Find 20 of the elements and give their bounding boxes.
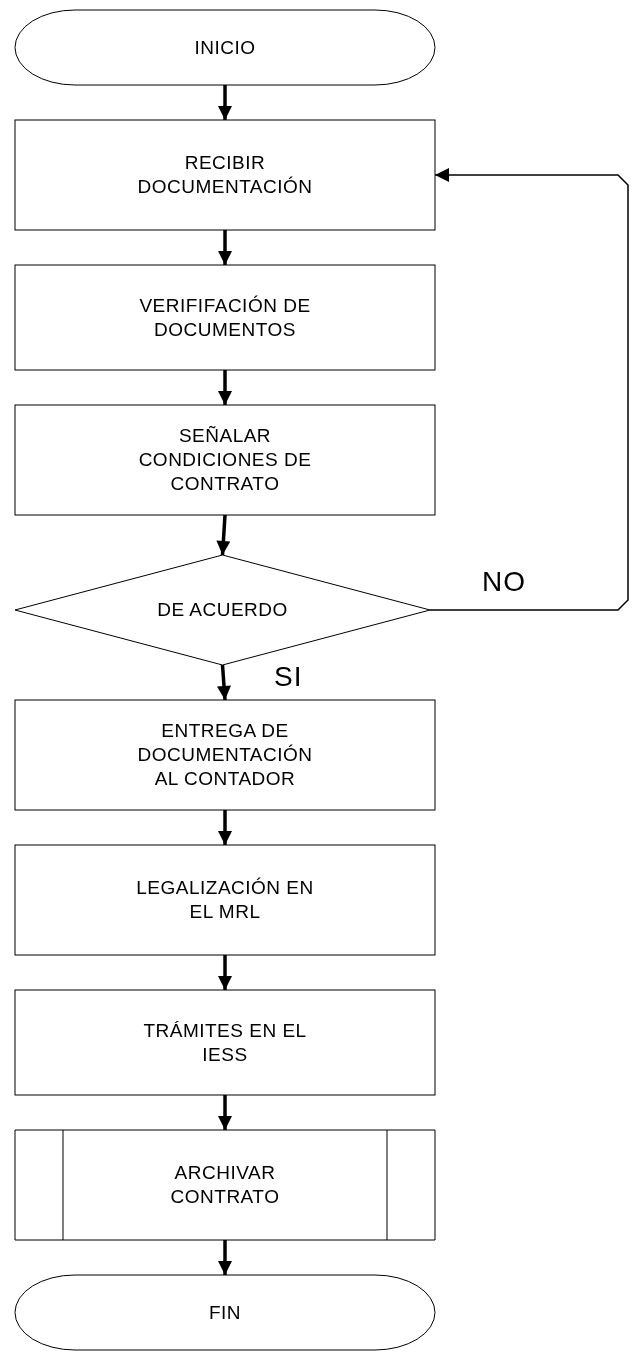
step-text: FIN — [207, 1300, 243, 1325]
step-text: LEGALIZACIÓN EN EL MRL — [135, 876, 315, 924]
step-text: RECIBIR DOCUMENTACIÓN — [136, 151, 314, 199]
step-text: VERIFIFACIÓN DE DOCUMENTOS — [138, 293, 312, 342]
step-text: DE ACUERDO — [156, 598, 289, 622]
arrow — [216, 514, 231, 556]
arrow — [218, 955, 232, 990]
arrow — [218, 85, 232, 120]
step-text: ENTREGA DE DOCUMENTACIÓN AL CONTADOR — [136, 719, 314, 791]
arrow — [217, 664, 231, 701]
step-text: ARCHIVAR CONTRATO — [169, 1161, 281, 1209]
arrow — [218, 230, 232, 265]
step-text: INICIO — [193, 35, 257, 60]
arrow — [218, 1240, 232, 1275]
arrow — [218, 1095, 232, 1130]
arrow — [429, 168, 629, 611]
step-text: SEÑALAR CONDICIONES DE CONTRATO — [137, 424, 313, 496]
arrow — [218, 370, 232, 405]
arrow — [218, 810, 232, 845]
step-text: TRÁMITES EN EL IESS — [142, 1018, 308, 1067]
